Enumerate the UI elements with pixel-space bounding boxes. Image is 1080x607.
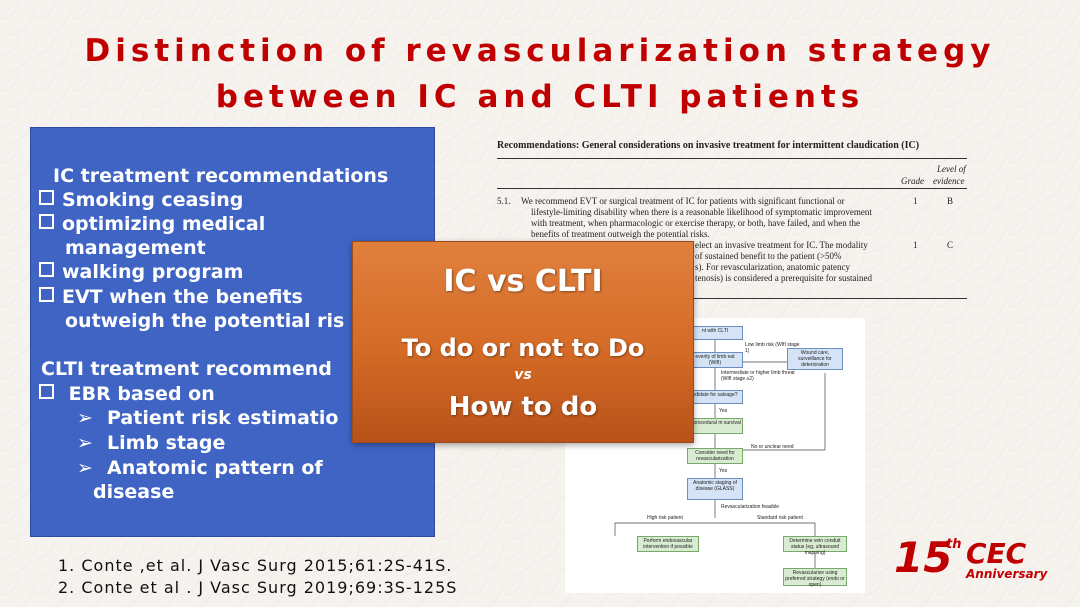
doc-col-level1: Level of [937, 164, 966, 174]
flow-box-anatomic: Anatomic staging of disease (GLASS) [687, 478, 743, 500]
ic-item-medical-cont: management [65, 237, 206, 259]
ic-item-medical: optimizing medical [39, 213, 265, 235]
logo-number: 15 [894, 533, 953, 582]
doc-r1-level: B [947, 196, 954, 206]
slide-title: Distinction of revascularization strateg… [0, 28, 1080, 120]
doc-r2-text1: elect an invasive treatment for IC. The … [695, 240, 868, 250]
doc-rule-top [497, 158, 967, 159]
arrow-bullet-icon: ➢ [77, 457, 93, 479]
clti-item-anatomic: ➢Anatomic pattern of [77, 457, 323, 479]
checkbox-bullet-icon [39, 287, 54, 302]
flow-text-low-risk: Low limb risk (WIfI stage 1) [745, 342, 800, 354]
flow-text-no-unclear: No or unclear need [751, 444, 794, 450]
doc-r2-text2: of sustained benefit to the patient (>50… [695, 251, 842, 261]
slide-title-line1: Distinction of revascularization strateg… [84, 33, 996, 69]
callout-line1: IC vs CLTI [443, 264, 603, 299]
doc-rule-bottom [497, 298, 967, 299]
logo-tagline: Anniversary [966, 567, 1048, 581]
logo-suffix: th [946, 537, 962, 552]
flow-box-severity: everity of limb eat (WIfI) [687, 352, 743, 368]
logo-brand: CEC [966, 537, 1027, 570]
doc-col-level2: evidence [933, 176, 965, 186]
doc-r1-num: 5.1. [497, 196, 511, 206]
arrow-bullet-icon: ➢ [77, 407, 93, 429]
doc-r1-text4: benefits of treatment outweigh the poten… [531, 229, 710, 239]
doc-rule-header [497, 188, 967, 189]
reference-1: 1. Conte ,et al. J Vasc Surg 2015;61:2S-… [58, 556, 453, 575]
flow-text-standard-risk: Standard risk patient [757, 515, 803, 521]
doc-r1-grade: 1 [913, 196, 918, 206]
ic-item-evt: EVT when the benefits [39, 286, 303, 308]
checkbox-bullet-icon [39, 384, 54, 399]
doc-r1-text2: lifestyle-limiting disability when there… [531, 207, 872, 217]
flow-text-intermediate: Intermediate or higher limb threat (WIfI… [721, 370, 795, 382]
flow-text-yes1: Yes [719, 408, 728, 414]
ic-heading: IC treatment recommendations [53, 165, 389, 187]
arrow-bullet-icon: ➢ [77, 432, 93, 454]
callout-line2: To do or not to Do [401, 334, 645, 362]
clti-item-risk: ➢Patient risk estimatio [77, 407, 339, 429]
cec-anniversary-logo: 15 th CEC Anniversary [888, 533, 1068, 587]
references: 1. Conte ,et al. J Vasc Surg 2015;61:2S-… [58, 555, 457, 599]
doc-r1-text3: with treatment, when pharmacologic or ex… [531, 218, 861, 228]
callout-line3: How to do [448, 392, 598, 422]
flowchart-connectors [614, 340, 826, 568]
flow-box-procedural: e procedural m survival [687, 418, 743, 434]
clti-heading: CLTI treatment recommend [41, 358, 332, 380]
callout-vs: vs [514, 367, 532, 383]
ic-item-smoking: Smoking ceasing [39, 189, 243, 211]
ic-item-walking: walking program [39, 261, 243, 283]
flow-box-endovascular: Perform endovascular intervention if pos… [637, 536, 699, 552]
checkbox-bullet-icon [39, 190, 54, 205]
reference-2: 2. Conte et al . J Vasc Surg 2019;69:3S-… [58, 578, 458, 597]
doc-col-grade: Grade [901, 176, 924, 186]
doc-r2-grade: 1 [913, 240, 918, 250]
doc-title: Recommendations: General considerations … [497, 140, 920, 151]
flow-box-with-clti: nt with CLTI [687, 326, 743, 340]
clti-item-ebr: EBR based on [39, 383, 215, 405]
flow-box-vein-conduit: Determine vein conduit status (eg, ultra… [783, 536, 847, 556]
flow-text-yes2: Yes [719, 468, 728, 474]
checkbox-bullet-icon [39, 262, 54, 277]
ic-vs-clti-callout: IC vs CLTI To do or not to Do vs How to … [352, 241, 694, 443]
clti-item-anatomic-cont: disease [93, 481, 175, 503]
flow-box-wound-care: Wound care, surveillance for deteriorati… [787, 348, 843, 370]
flow-text-high-risk: High risk patient [647, 515, 683, 521]
ic-item-evt-cont: outweigh the potential ris [65, 310, 345, 332]
slide-title-line2: between IC and CLTI patients [215, 79, 865, 115]
doc-r2-text4: tenosis) is considered a prerequisite fo… [695, 273, 872, 283]
flow-box-revascularize: Revascularize using preferred strategy (… [783, 568, 847, 588]
doc-r1-text1: We recommend EVT or surgical treatment o… [521, 196, 845, 206]
doc-r2-text3: s). For revascularization, anatomic pate… [695, 262, 850, 272]
recommendations-document: Recommendations: General considerations … [497, 136, 967, 306]
flow-box-candidate: ndidate for salvage? [687, 390, 743, 404]
doc-r2-level: C [947, 240, 954, 250]
flow-box-consider: Consider need for revascularization [687, 448, 743, 464]
flow-text-feasible: Revascularization feasible [721, 504, 780, 510]
checkbox-bullet-icon [39, 214, 54, 229]
clti-item-limb: ➢Limb stage [77, 432, 226, 454]
